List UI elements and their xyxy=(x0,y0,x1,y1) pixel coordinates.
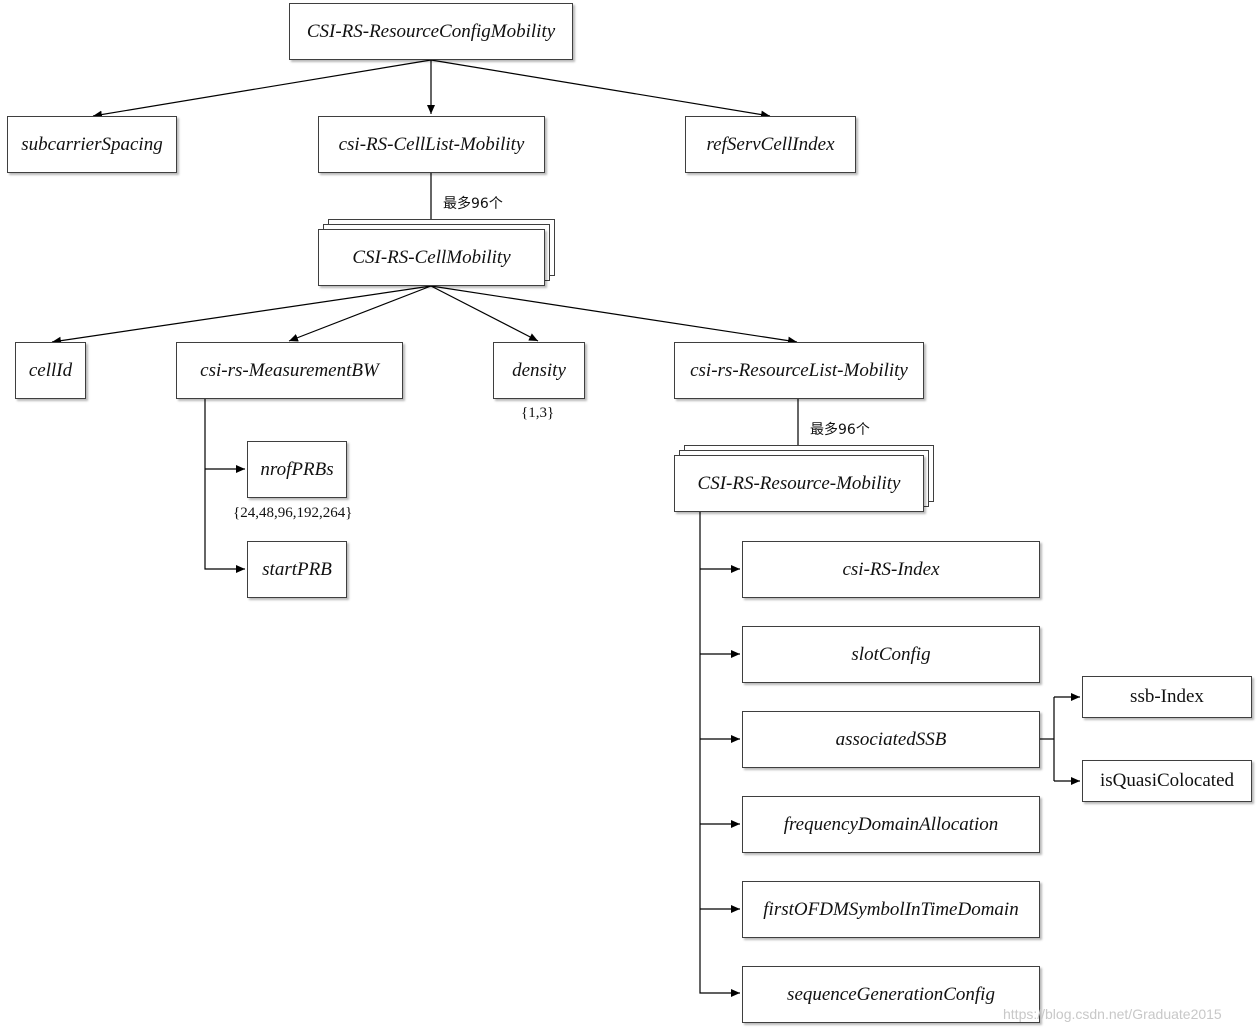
watermark: https://blog.csdn.net/Graduate2015 xyxy=(1003,1006,1222,1022)
root-node: CSI-RS-ResourceConfigMobility xyxy=(289,3,573,60)
density-values-label: {1,3} xyxy=(521,405,555,421)
cell-list-mobility-node: csi-RS-CellList-Mobility xyxy=(318,116,545,173)
density-node: density xyxy=(493,342,585,399)
nrof-prbs-node: nrofPRBs xyxy=(247,441,347,498)
cell-id-node: cellId xyxy=(15,342,86,399)
nrof-prbs-values-label: {24,48,96,192,264} xyxy=(233,505,353,521)
first-ofdm-symbol-node: firstOFDMSymbolInTimeDomain xyxy=(742,881,1040,938)
associated-ssb-node: associatedSSB xyxy=(742,711,1040,768)
ssb-index-node: ssb-Index xyxy=(1082,676,1252,718)
resource-list-mobility-node: csi-rs-ResourceList-Mobility xyxy=(674,342,924,399)
is-quasi-colocated-node: isQuasiColocated xyxy=(1082,760,1252,802)
start-prb-node: startPRB xyxy=(247,541,347,598)
sequence-generation-config-node: sequenceGenerationConfig xyxy=(742,966,1040,1023)
resource-mobility-node: CSI-RS-Resource-Mobility xyxy=(674,455,924,512)
subcarrier-spacing-node: subcarrierSpacing xyxy=(7,116,177,173)
max-96-cells-label: 最多96个 xyxy=(443,196,503,212)
ref-serv-cell-index-node: refServCellIndex xyxy=(685,116,856,173)
cell-mobility-node: CSI-RS-CellMobility xyxy=(318,229,545,286)
slot-config-node: slotConfig xyxy=(742,626,1040,683)
frequency-domain-allocation-node: frequencyDomainAllocation xyxy=(742,796,1040,853)
measurement-bw-node: csi-rs-MeasurementBW xyxy=(176,342,403,399)
max-96-resources-label: 最多96个 xyxy=(810,422,870,438)
csi-rs-index-node: csi-RS-Index xyxy=(742,541,1040,598)
